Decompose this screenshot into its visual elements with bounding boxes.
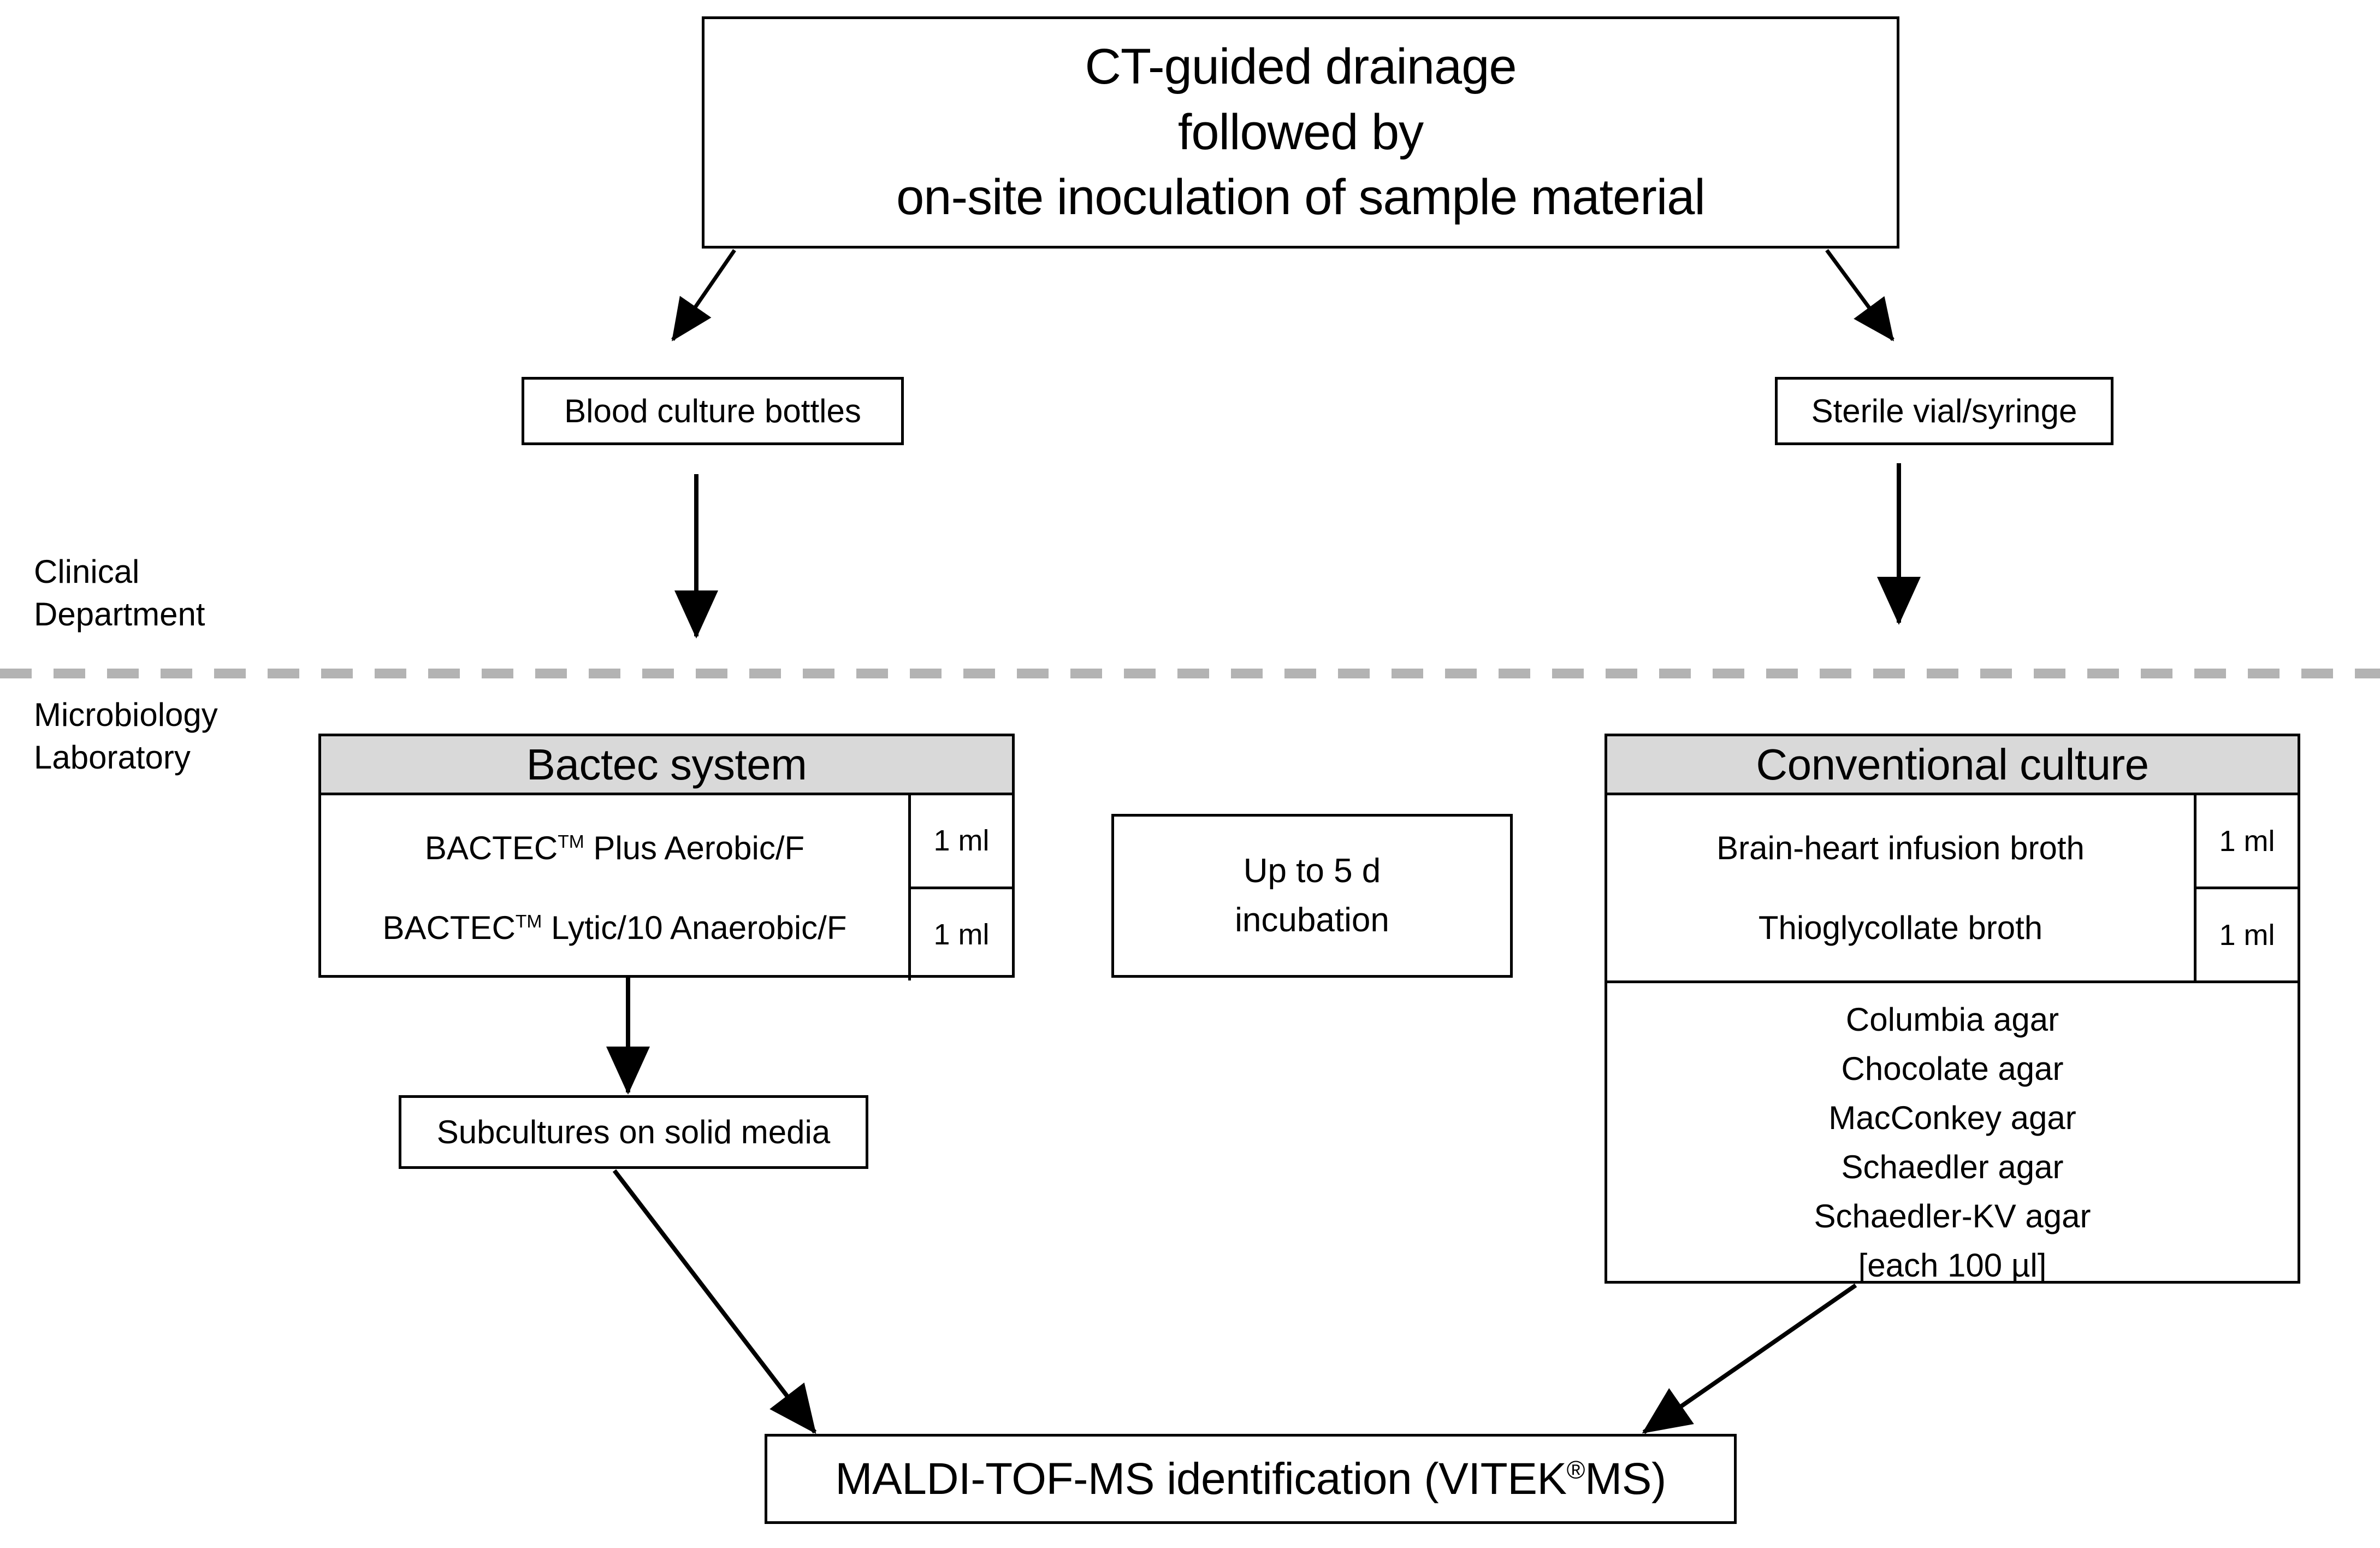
list-item: Chocolate agar [1841, 1050, 2064, 1087]
bactec-system-header: Bactec system [321, 736, 1012, 795]
conventional-agar-list: Columbia agar Chocolate agar MacConkey a… [1607, 980, 2298, 1304]
bactec-row-0-name-post: Plus Aerobic/F [584, 829, 805, 866]
list-item: [each 100 µl] [1858, 1247, 2047, 1284]
procedure-title-box: CT-guided drainage followed by on-site i… [702, 16, 1899, 249]
bactec-row-0-volume: 1 ml [933, 824, 990, 857]
conventional-culture-header: Conventional culture [1607, 736, 2298, 795]
maldi-identification-box: MALDI-TOF-MS identification (VITEK®MS) [765, 1434, 1737, 1524]
list-item: Schaedler agar [1841, 1149, 2064, 1185]
blood-culture-bottles-box: Blood culture bottles [522, 377, 904, 445]
bactec-media-names: BACTECTM Plus Aerobic/F BACTECTM Lytic/1… [321, 795, 908, 980]
maldi-text-pre: MALDI-TOF-MS identification (VITEK [835, 1454, 1567, 1504]
bactec-row-0-name-pre: BACTEC [424, 829, 558, 866]
list-item: Columbia agar [1845, 1001, 2059, 1038]
procedure-line-3: on-site inoculation of sample material [896, 169, 1706, 226]
bactec-row-1-name-post: Lytic/10 Anaerobic/F [542, 909, 847, 946]
registered-trademark-icon: ® [1566, 1455, 1585, 1484]
conventional-row-1-volume: 1 ml [2197, 887, 2298, 980]
bactec-volumes: 1 ml 1 ml [908, 795, 1012, 980]
maldi-identification-text: MALDI-TOF-MS identification (VITEK®MS) [767, 1454, 1734, 1505]
bactec-row-0-name-sup: TM [558, 831, 584, 852]
conventional-broth-names: Brain-heart infusion broth Thioglycollat… [1607, 795, 2194, 980]
arrow-top-to-vial [1825, 249, 1894, 341]
arrow-top-to-blood [671, 249, 736, 341]
conventional-broth-rows: Brain-heart infusion broth Thioglycollat… [1607, 795, 2298, 980]
subcultures-label: Subcultures on solid media [436, 1114, 831, 1150]
conventional-row-0-volume: 1 ml [2219, 824, 2275, 858]
bactec-row-1-name-pre: BACTEC [382, 909, 516, 946]
blood-culture-bottles-label: Blood culture bottles [564, 393, 861, 429]
bactec-row-1-volume: 1 ml [911, 886, 1012, 981]
incubation-box: Up to 5 d incubation [1111, 814, 1513, 978]
bactec-system-table: Bactec system BACTECTM Plus Aerobic/F BA… [318, 734, 1015, 980]
list-item: MacConkey agar [1828, 1100, 2076, 1136]
arrow-conventional-to-maldi [1642, 1283, 1857, 1434]
arrow-subcultures-to-maldi [612, 1169, 817, 1434]
conventional-volumes: 1 ml 1 ml [2194, 795, 2298, 980]
list-item: Schaedler-KV agar [1814, 1198, 2091, 1234]
clinical-department-label: Clinical Department [34, 553, 205, 633]
incubation-line-2: incubation [1235, 901, 1389, 939]
procedure-title-text: CT-guided drainage followed by on-site i… [704, 34, 1897, 231]
table-row: BACTECTM Lytic/10 Anaerobic/F [321, 909, 908, 946]
incubation-text: Up to 5 d incubation [1114, 847, 1510, 945]
sterile-vial-syringe-label: Sterile vial/syringe [1811, 393, 2077, 429]
procedure-line-2: followed by [1177, 104, 1424, 160]
table-row: BACTECTM Plus Aerobic/F [321, 829, 908, 866]
procedure-line-1: CT-guided drainage [1085, 39, 1517, 95]
conventional-culture-table: Conventional culture Brain-heart infusio… [1605, 734, 2300, 1284]
maldi-text-post: MS) [1584, 1454, 1666, 1504]
table-row: Thioglycollate broth [1758, 909, 2043, 946]
bactec-rows: BACTECTM Plus Aerobic/F BACTECTM Lytic/1… [321, 795, 1012, 980]
incubation-line-1: Up to 5 d [1243, 852, 1381, 890]
bactec-row-1-name-sup: TM [515, 911, 542, 932]
table-row: Brain-heart infusion broth [1716, 829, 2085, 866]
microbiology-laboratory-label: Microbiology Laboratory [34, 696, 218, 776]
subcultures-box: Subcultures on solid media [399, 1095, 868, 1169]
sterile-vial-syringe-box: Sterile vial/syringe [1775, 377, 2113, 445]
